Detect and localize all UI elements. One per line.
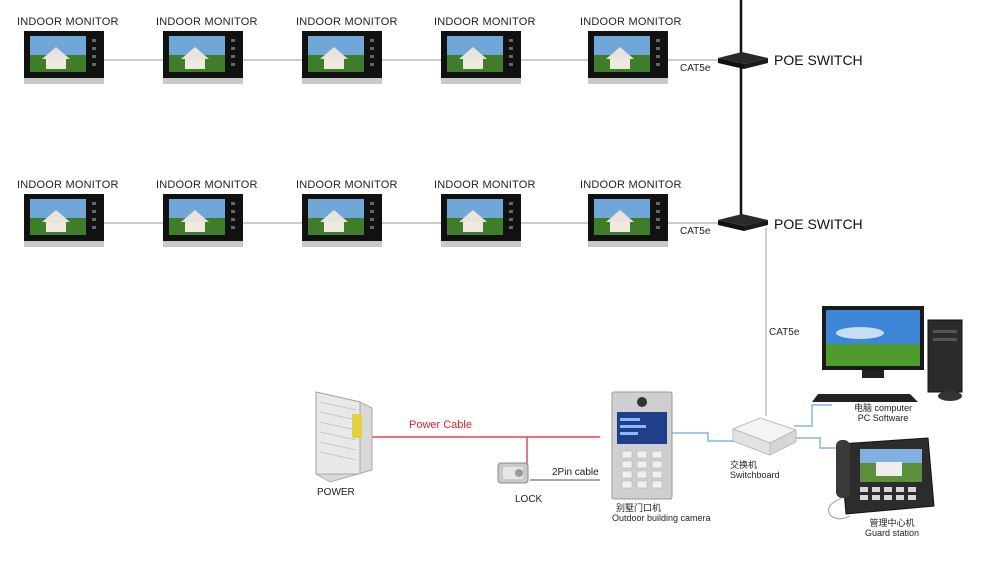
electric-lock-device bbox=[497, 462, 529, 484]
lock-label: LOCK bbox=[515, 494, 543, 505]
computer-label-cn: 电脑 computer bbox=[853, 403, 913, 413]
indoor-monitor-row2-5 bbox=[588, 194, 668, 247]
guard-station-label: 管理中心机 Guard station bbox=[852, 518, 932, 538]
indoor-monitor-row1-4 bbox=[441, 31, 521, 84]
switchboard-device bbox=[731, 417, 798, 456]
outdoor-camera-label-cn: 别墅门口机 bbox=[616, 503, 662, 513]
computer-label-en: PC Software bbox=[857, 413, 909, 423]
outdoor-camera-device bbox=[611, 391, 673, 500]
monitor-label: INDOOR MONITOR bbox=[296, 179, 398, 191]
camera-to-switchboard-cable bbox=[672, 432, 734, 442]
cat5e-label: CAT5e bbox=[680, 63, 711, 74]
power-cable-label: Power Cable bbox=[409, 419, 472, 431]
power-label: POWER bbox=[317, 487, 355, 498]
monitor-label: INDOOR MONITOR bbox=[580, 16, 682, 28]
lock-cable-label: 2Pin cable bbox=[552, 467, 599, 478]
computer-label: 电脑 computer PC Software bbox=[838, 403, 928, 423]
poe-switch-label: POE SWITCH bbox=[774, 52, 863, 68]
monitor-label: INDOOR MONITOR bbox=[296, 16, 398, 28]
guard-station-label-cn: 管理中心机 bbox=[869, 518, 915, 528]
switchboard-label: 交换机 Switchboard bbox=[730, 460, 794, 480]
switchboard-label-cn: 交换机 bbox=[730, 460, 758, 470]
outdoor-camera-label: 别墅门口机 Outdoor building camera bbox=[612, 503, 722, 523]
power-supply-device bbox=[315, 391, 373, 483]
indoor-monitor-row1-5 bbox=[588, 31, 668, 84]
indoor-monitor-row2-4 bbox=[441, 194, 521, 247]
monitor-label: INDOOR MONITOR bbox=[434, 16, 536, 28]
switchboard-to-pc-cable bbox=[794, 404, 832, 427]
indoor-monitor-row2-1 bbox=[24, 194, 104, 247]
poe-switch-2 bbox=[718, 214, 768, 231]
switchboard-label-en: Switchboard bbox=[730, 470, 780, 480]
cat5e-label: CAT5e bbox=[680, 226, 711, 237]
monitor-label: INDOOR MONITOR bbox=[434, 179, 536, 191]
guard-station-device bbox=[827, 437, 935, 520]
monitor-label: INDOOR MONITOR bbox=[17, 16, 119, 28]
monitor-label: INDOOR MONITOR bbox=[156, 16, 258, 28]
pc-computer-device bbox=[812, 306, 963, 402]
monitor-label: INDOOR MONITOR bbox=[156, 179, 258, 191]
indoor-monitor-row1-1 bbox=[24, 31, 104, 84]
indoor-monitor-row2-2 bbox=[163, 194, 243, 247]
cat5e-vertical-label: CAT5e bbox=[769, 327, 800, 338]
indoor-monitor-row1-2 bbox=[163, 31, 243, 84]
monitor-label: INDOOR MONITOR bbox=[17, 179, 119, 191]
outdoor-camera-label-en: Outdoor building camera bbox=[612, 513, 711, 523]
guard-station-label-en: Guard station bbox=[864, 528, 920, 538]
indoor-monitor-row2-3 bbox=[302, 194, 382, 247]
poe-switch-1 bbox=[718, 52, 768, 69]
poe-switch-label: POE SWITCH bbox=[774, 216, 863, 232]
indoor-monitor-row1-3 bbox=[302, 31, 382, 84]
monitor-label: INDOOR MONITOR bbox=[580, 179, 682, 191]
switchboard-to-guard-cable bbox=[794, 437, 838, 449]
